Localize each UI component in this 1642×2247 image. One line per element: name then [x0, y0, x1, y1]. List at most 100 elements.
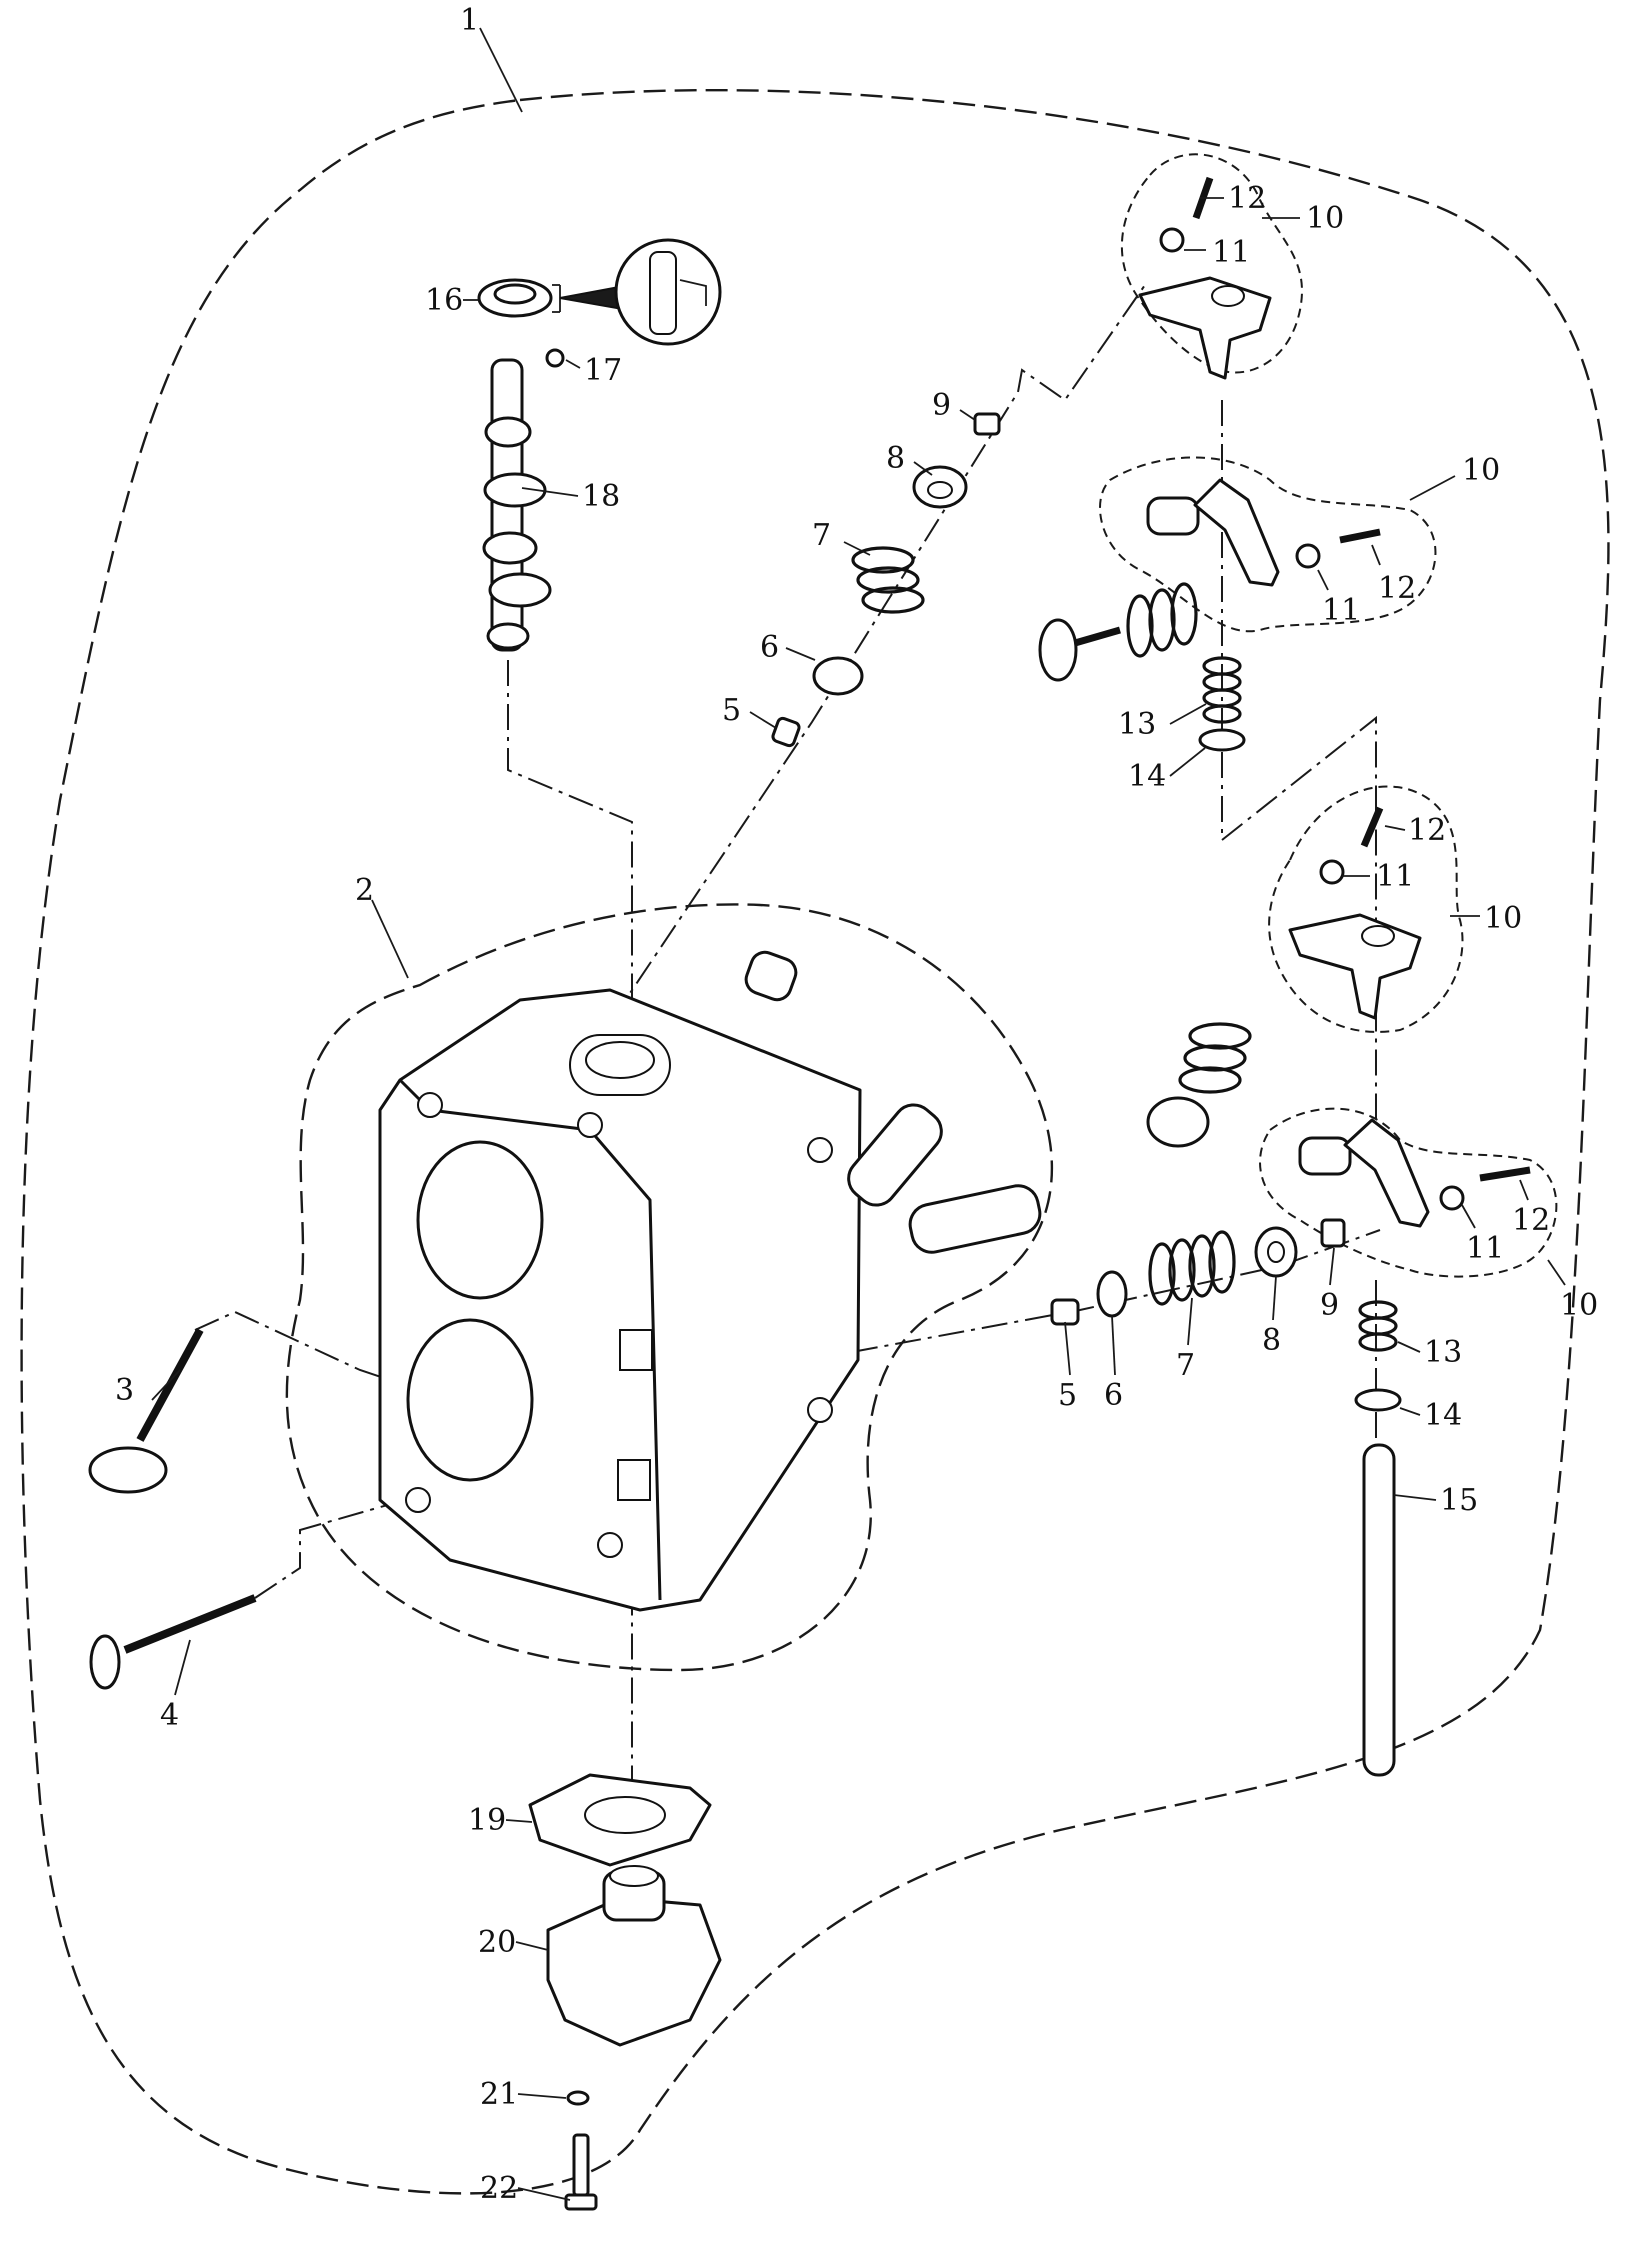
- retainer-inner-lower: [1267, 1241, 1285, 1263]
- lock-nut-2: [1295, 543, 1321, 569]
- rocker-group-outline-2: [1099, 456, 1437, 633]
- leader-7b: [1187, 1297, 1193, 1346]
- callout-11d: 11: [1466, 1231, 1504, 1266]
- leader-2: [371, 899, 409, 979]
- adjust-screw-2: [1339, 528, 1381, 544]
- valve-guide-2: [847, 1103, 943, 1207]
- valve-assembly-right-1: [1038, 582, 1198, 682]
- leader-19: [505, 1819, 533, 1823]
- valve-spring-lower: [1148, 1230, 1236, 1306]
- leader-8a: [913, 461, 933, 476]
- callout-22: 22: [480, 2171, 518, 2206]
- callout-10b: 10: [1462, 453, 1500, 488]
- leader-10d: [1547, 1259, 1566, 1286]
- callout-3: 3: [115, 1373, 134, 1408]
- leader-11b: [1317, 569, 1329, 591]
- callout-14b: 14: [1424, 1398, 1462, 1433]
- callout-12b: 12: [1378, 571, 1416, 606]
- leader-10b: [1409, 475, 1456, 501]
- woodruff-key-part: [545, 348, 565, 368]
- rocker-arm-2: [1146, 478, 1280, 587]
- tappet-spring-lower: [1358, 1300, 1398, 1352]
- callout-2: 2: [355, 873, 374, 908]
- rocker-group-outline-3: [1268, 785, 1464, 1033]
- cylinder-head-outline: [285, 903, 1054, 1672]
- callout-7b: 7: [1176, 1348, 1195, 1383]
- leader-5b: [1064, 1321, 1071, 1376]
- callout-12c: 12: [1408, 813, 1446, 848]
- rocker-group-outline-1: [1120, 153, 1303, 374]
- washer-upper: [1198, 728, 1246, 752]
- callout-8b: 8: [1262, 1323, 1281, 1358]
- callout-10c: 10: [1484, 901, 1522, 936]
- leader-5a: [749, 711, 777, 729]
- rocker-arm-1: [1138, 276, 1272, 380]
- callout-7a: 7: [812, 518, 831, 553]
- callout-8a: 8: [886, 441, 905, 476]
- leader-11d: [1461, 1204, 1476, 1229]
- leader-3: [151, 1369, 181, 1401]
- valve-seal-upper: [771, 716, 801, 748]
- collet-lower: [1320, 1218, 1346, 1248]
- leader-14a: [1169, 747, 1206, 777]
- callout-12a: 12: [1228, 181, 1266, 216]
- valve-guide-3: [908, 1184, 1042, 1254]
- leader-15: [1393, 1494, 1437, 1501]
- washer-lower: [1354, 1388, 1402, 1412]
- leader-12c: [1384, 825, 1406, 831]
- oil-pump-part: [546, 1865, 722, 2047]
- valve-3-part: [88, 1328, 204, 1494]
- callout-6b: 6: [1104, 1378, 1123, 1413]
- cylinder-head-block: [378, 988, 862, 1612]
- rocker-group-outline-4: [1259, 1107, 1558, 1278]
- small-washer-part: [566, 2090, 590, 2106]
- rocker-arm-3: [1288, 913, 1422, 1020]
- callout-13b: 13: [1424, 1335, 1462, 1370]
- collet-upper: [973, 412, 1001, 436]
- assembly-outline: [20, 88, 1610, 2195]
- leader-21: [517, 2093, 567, 2099]
- callout-6a: 6: [760, 630, 779, 665]
- callout-11b: 11: [1322, 593, 1360, 628]
- callout-17: 17: [584, 353, 622, 388]
- pushrod-part: [1362, 1443, 1396, 1777]
- centerline-upper-valve: [611, 284, 1146, 1021]
- callout-15: 15: [1440, 1483, 1478, 1518]
- callout-18: 18: [582, 479, 620, 514]
- leader-13b: [1397, 1341, 1421, 1353]
- leader-12d: [1519, 1179, 1529, 1201]
- valve-assembly-right-2: [1146, 1022, 1252, 1148]
- leader-18: [521, 487, 579, 497]
- bolt-part: [564, 2133, 598, 2211]
- centerline-valve-3: [194, 1310, 391, 1381]
- leader-4: [174, 1639, 191, 1696]
- leader-7a: [843, 541, 871, 556]
- callout-11a: 11: [1212, 235, 1250, 270]
- leader-9b: [1329, 1247, 1335, 1286]
- lock-nut-4: [1439, 1185, 1465, 1211]
- adjust-screw-4: [1479, 1166, 1531, 1182]
- leader-13a: [1169, 703, 1207, 725]
- valve-4-part: [89, 1594, 257, 1690]
- leader-17: [565, 359, 581, 369]
- leader-22: [517, 2187, 571, 2201]
- callout-20: 20: [478, 1925, 516, 1960]
- callout-5a: 5: [722, 693, 741, 728]
- callout-10a: 10: [1306, 201, 1344, 236]
- callout-19: 19: [468, 1803, 506, 1838]
- callout-5b: 5: [1058, 1378, 1077, 1413]
- adjust-screw-3: [1360, 806, 1384, 848]
- leader-6a: [785, 647, 816, 661]
- leader-12b: [1371, 544, 1381, 566]
- leader-6b: [1111, 1315, 1116, 1376]
- gasket-part: [528, 1773, 712, 1867]
- leader-1: [479, 27, 523, 113]
- valve-guide-1: [744, 950, 798, 1002]
- leader-20: [515, 1941, 549, 1951]
- centerline-right-lower: [851, 1229, 1381, 1353]
- callout-1: 1: [460, 3, 479, 38]
- callout-9b: 9: [1320, 1288, 1339, 1323]
- callout-11c: 11: [1376, 859, 1414, 894]
- valve-seal-lower: [1050, 1298, 1080, 1326]
